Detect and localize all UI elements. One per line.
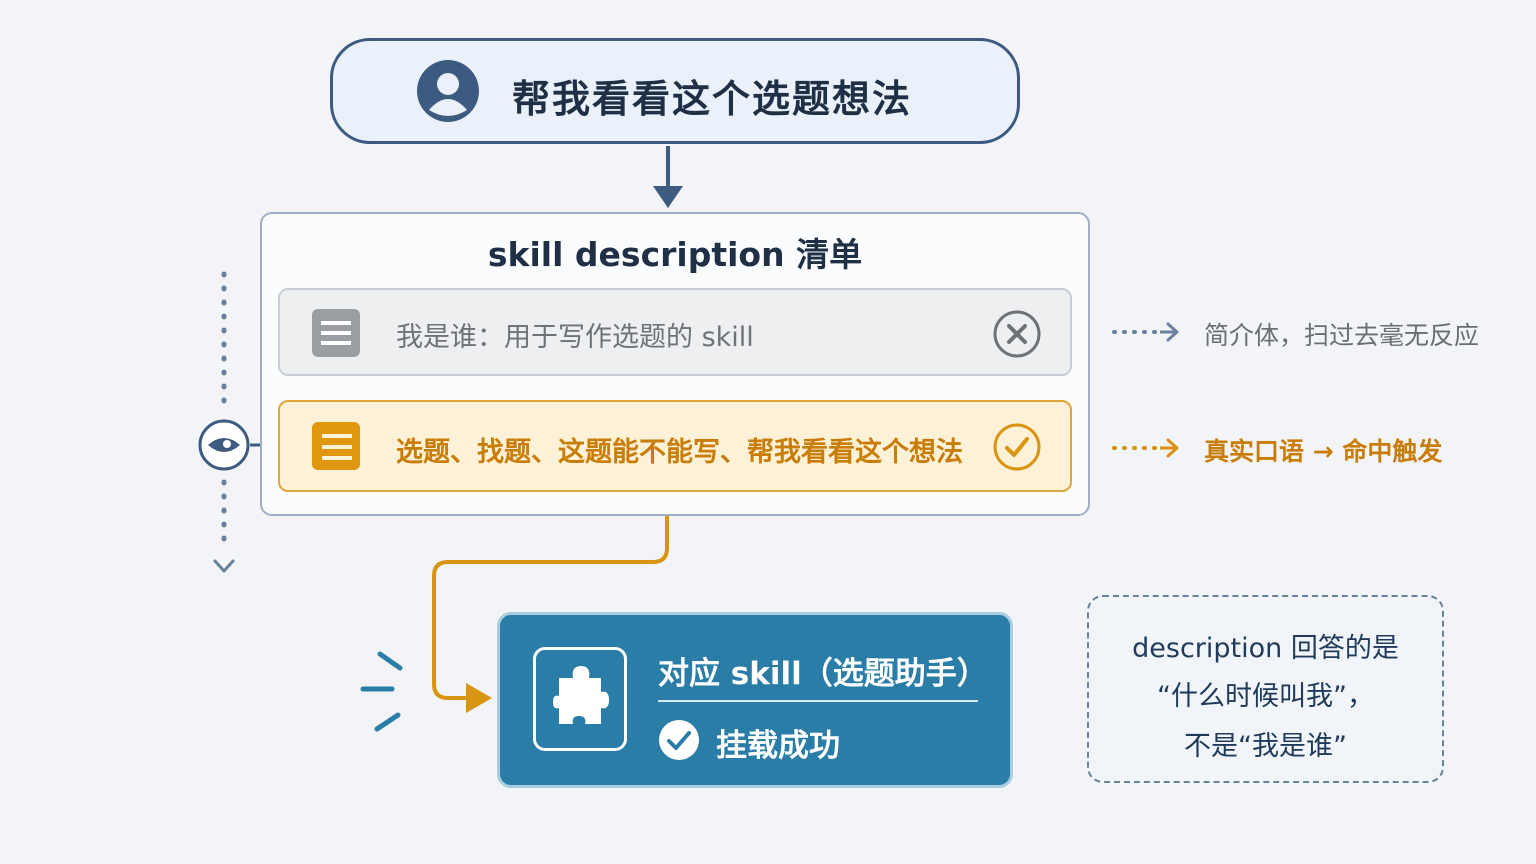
down-arrow [653,146,683,208]
matched-note: 真实口语 → 命中触发 [1204,437,1443,466]
user-icon [417,60,479,122]
x-circle-icon [993,310,1041,358]
note-line-3: 不是“我是谁” [1184,731,1347,762]
puzzle-icon-frame [533,647,627,751]
query-box [330,38,1020,144]
document-icon [312,309,360,357]
skill-item-rejected-text: 我是谁：用于写作选题的 skill [396,322,754,353]
note-arrow-bad [1112,322,1179,342]
panel-title: skill description 清单 [487,235,863,274]
result-title: 对应 skill（选题助手） [658,656,988,692]
skill-item-rejected [278,288,1072,376]
check-circle-icon [993,423,1041,471]
check-icon [659,720,699,760]
eye-icon [198,419,250,471]
rejected-note: 简介体，扫过去毫无反应 [1204,321,1480,350]
note-line-2: “什么时候叫我”， [1157,681,1374,712]
note-line-1: description 回答的是 [1132,633,1399,664]
match-connector [432,494,669,713]
query-text: 帮我看看这个选题想法 [512,77,913,121]
explanation-note [1087,595,1444,783]
spark-lines [360,651,403,732]
result-status: 挂载成功 [716,728,840,764]
skill-item-matched [278,400,1072,492]
result-divider [658,700,978,702]
note-arrow-good [1112,438,1179,458]
document-icon [312,422,360,470]
skill-item-matched-text: 选题、找题、这题能不能写、帮我看看这个想法 [396,437,963,468]
puzzle-icon [553,666,609,724]
